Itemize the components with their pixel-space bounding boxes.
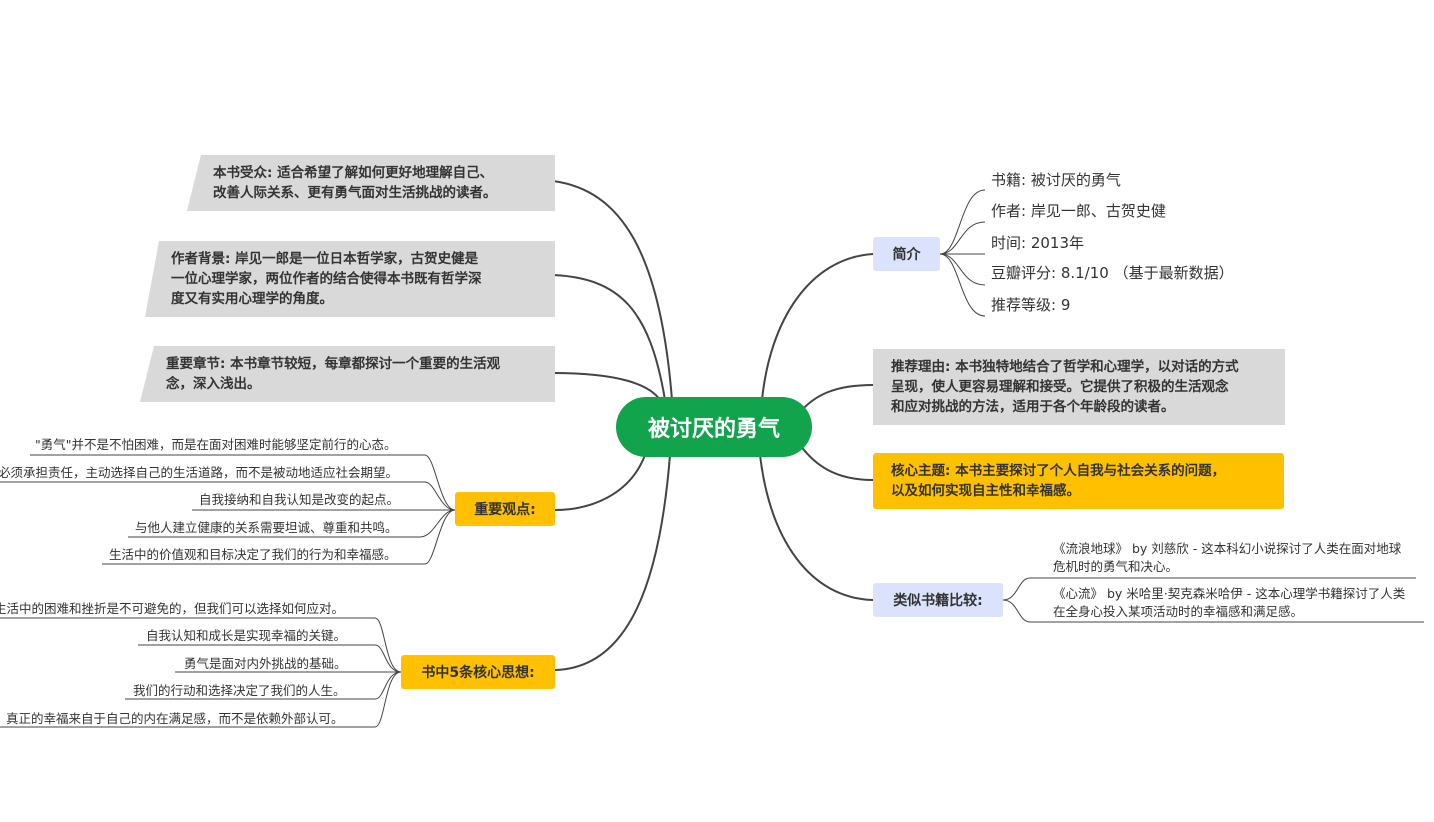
core-idea-item: 生活中的困难和挫折是不可避免的，但我们可以选择如何应对。 [0,601,344,616]
recommend-reason-node[interactable]: 推荐理由: 本书独特地结合了哲学和心理学，以对话的方式 呈现，使人更容易理解和接… [873,349,1285,425]
chapters-node[interactable]: 重要章节: 本书章节较短，每章都探讨一个重要的生活观 念，深入浅出。 [140,346,555,402]
reason-line-1: 推荐理由: 本书独特地结合了哲学和心理学，以对话的方式 [891,359,1239,375]
viewpoint-item: 个人必须承担责任，主动选择自己的生活道路，而不是被动地适应社会期望。 [0,465,398,480]
book-2-line-2: 在全身心投入某项活动时的幸福感和满足感。 [1053,604,1304,619]
author-bg-line-2: 一位心理学家，两位作者的结合使得本书既有哲学深 [171,271,482,287]
viewpoint-item: "勇气"并不是不怕困难，而是在面对困难时能够坚定前行的心态。 [35,437,397,452]
core-idea-item: 勇气是面对内外挑战的基础。 [184,656,347,671]
similar-book-item: 《心流》 by 米哈里·契克森米哈伊 - 这本心理学书籍探讨了人类 在全身心投入… [1053,585,1415,621]
core-idea-item: 真正的幸福来自于自己的内在满足感，而不是依赖外部认可。 [6,711,344,726]
core-idea-item: 我们的行动和选择决定了我们的人生。 [133,683,346,698]
core-idea-item: 自我认知和成长是实现幸福的关键。 [146,628,347,643]
author-bg-line-1: 作者背景: 岸见一郎是一位日本哲学家，古贺史健是 [171,251,479,267]
intro-item: 时间: 2013年 [991,234,1084,252]
author-bg-line-3: 度又有实用心理学的角度。 [171,291,333,307]
reason-line-2: 呈现，使人更容易理解和接受。它提供了积极的生活观念 [891,379,1229,395]
intro-item: 推荐等级: 9 [991,296,1071,314]
core-ideas-label[interactable]: 书中5条核心思想: [401,655,555,689]
audience-line-1: 本书受众: 适合希望了解如何更好地理解自己、 [213,165,494,181]
book-1-line-1: 《流浪地球》 by 刘慈欣 - 这本科幻小说探讨了人类在面对地球 [1053,541,1402,556]
central-topic[interactable]: 被讨厌的勇气 [616,397,812,457]
book-2-line-1: 《心流》 by 米哈里·契克森米哈伊 - 这本心理学书籍探讨了人类 [1053,586,1406,601]
intro-item: 书籍: 被讨厌的勇气 [991,171,1121,189]
similar-book-item: 《流浪地球》 by 刘慈欣 - 这本科幻小说探讨了人类在面对地球 危机时的勇气和… [1053,540,1415,576]
core-theme-node[interactable]: 核心主题: 本书主要探讨了个人自我与社会关系的问题， 以及如何实现自主性和幸福感… [873,453,1284,509]
intro-label[interactable]: 简介 [873,237,940,271]
viewpoints-label[interactable]: 重要观点: [455,492,555,526]
similar-books-label[interactable]: 类似书籍比较: [873,583,1003,617]
viewpoint-item: 自我接纳和自我认知是改变的起点。 [199,492,400,507]
audience-line-2: 改善人际关系、更有勇气面对生活挑战的读者。 [213,185,497,201]
viewpoint-item: 生活中的价值观和目标决定了我们的行为和幸福感。 [109,547,397,562]
intro-item: 豆瓣评分: 8.1/10 （基于最新数据） [991,264,1234,282]
theme-line-1: 核心主题: 本书主要探讨了个人自我与社会关系的问题， [891,463,1226,479]
chapters-line-1: 重要章节: 本书章节较短，每章都探讨一个重要的生活观 [166,356,501,372]
book-1-line-2: 危机时的勇气和决心。 [1053,559,1179,574]
intro-item: 作者: 岸见一郎、古贺史健 [991,202,1166,220]
chapters-line-2: 念，深入浅出。 [166,376,261,392]
author-background-node[interactable]: 作者背景: 岸见一郎是一位日本哲学家，古贺史健是 一位心理学家，两位作者的结合使… [145,241,555,317]
reason-line-3: 和应对挑战的方法，适用于各个年龄段的读者。 [891,399,1175,415]
theme-line-2: 以及如何实现自主性和幸福感。 [891,483,1080,499]
viewpoint-item: 与他人建立健康的关系需要坦诚、尊重和共鸣。 [135,520,398,535]
audience-node[interactable]: 本书受众: 适合希望了解如何更好地理解自己、 改善人际关系、更有勇气面对生活挑战… [187,155,555,211]
